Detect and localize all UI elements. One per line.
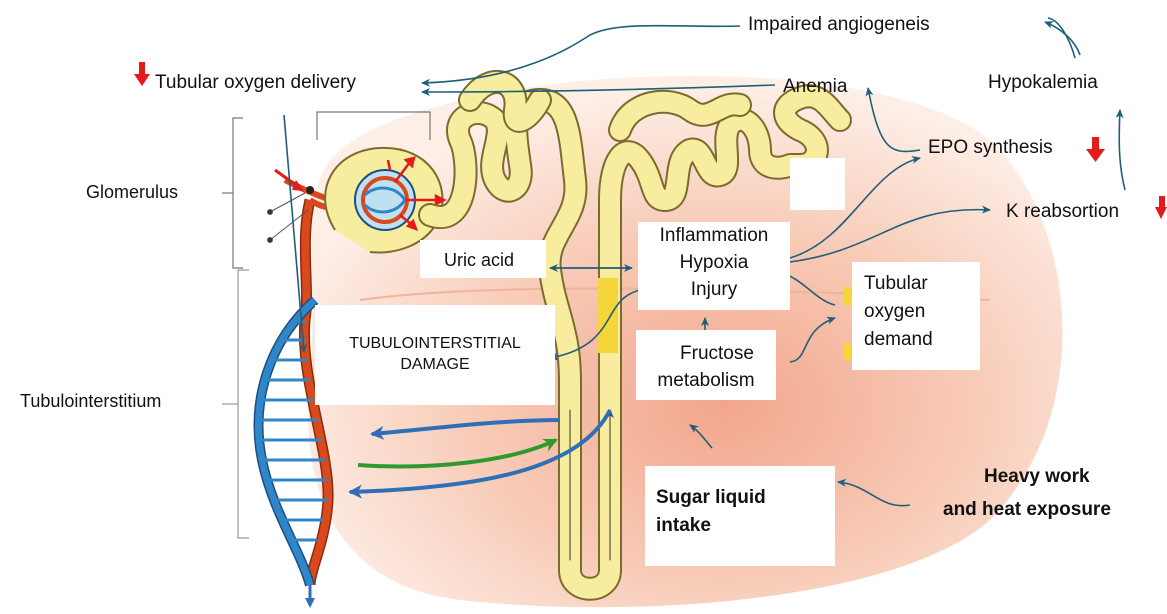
hypokalemia-label: Hypokalemia [988, 72, 1098, 94]
damage-label: DAMAGE [315, 354, 555, 375]
tubular-label: Tubular [864, 270, 980, 298]
fructose-metabolism-box: Fructose metabolism [636, 330, 776, 400]
marker-yellow-2 [843, 343, 851, 361]
tubulointerstitium-label: Tubulointerstitium [20, 391, 161, 412]
demand-label: demand [864, 326, 980, 354]
tubulointerstitial-damage-box: TUBULOINTERSTITIAL DAMAGE [315, 305, 555, 405]
glomerulus-label: Glomerulus [86, 182, 178, 203]
down-arrow-k-reabsortion [1155, 196, 1167, 219]
oxygen-label: oxygen [864, 298, 980, 326]
impaired-angiogenesis-label: Impaired angiogeneis [748, 14, 930, 36]
down-arrow-tubular-oxygen-delivery [134, 62, 150, 86]
uric-acid-label: Uric acid [444, 250, 514, 271]
uric-acid-box: Uric acid [420, 240, 546, 278]
tubulointerstitial-label: TUBULOINTERSTITIAL [315, 333, 555, 354]
intake-label: intake [656, 512, 835, 540]
heat-exposure-label: and heat exposure [943, 499, 1111, 521]
marker-yellow-1 [843, 287, 851, 305]
k-reabsortion-label: K reabsortion [1006, 201, 1119, 223]
tubular-oxygen-delivery-label: Tubular oxygen delivery [155, 72, 356, 94]
inflammation-label: Inflammation [638, 222, 790, 249]
inflammation-hypoxia-injury-box: Inflammation Hypoxia Injury [638, 222, 790, 310]
label-mask [790, 158, 845, 210]
sugar-liquid-label: Sugar liquid [656, 484, 835, 512]
down-arrow-epo-synthesis [1086, 137, 1105, 162]
injury-label: Injury [638, 276, 790, 303]
hypoxia-label: Hypoxia [638, 249, 790, 276]
sugar-liquid-intake-box: Sugar liquid intake [645, 466, 835, 566]
heavy-work-label: Heavy work [984, 466, 1090, 488]
anemia-label: Anemia [783, 76, 847, 98]
metabolism-label: metabolism [636, 367, 776, 394]
epo-synthesis-label: EPO synthesis [928, 137, 1053, 159]
tubulointerstitium-bracket [222, 270, 249, 538]
fructose-label: Fructose [636, 330, 776, 367]
tubular-oxygen-demand-box: Tubular oxygen demand [852, 262, 980, 370]
